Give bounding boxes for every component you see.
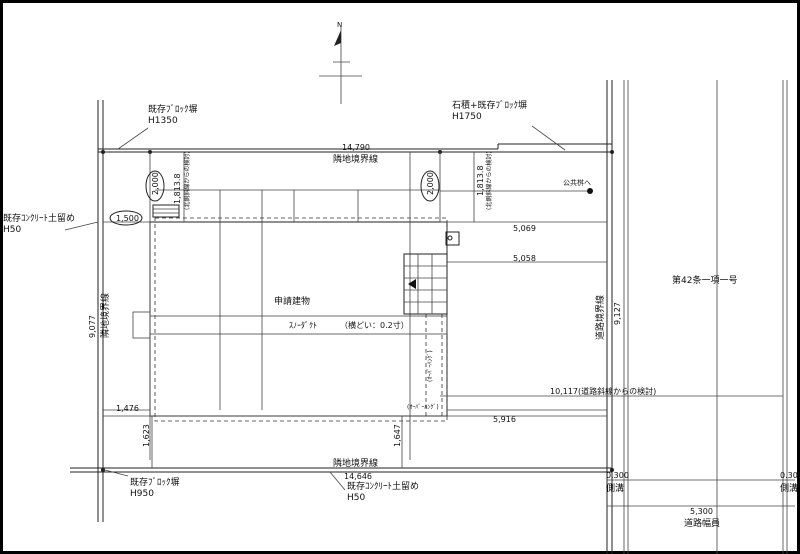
right-depth-dim: 9,127 bbox=[613, 302, 622, 325]
side-ditch-label-b: 側溝 bbox=[780, 482, 798, 494]
bottom-block-wall-height: H950 bbox=[130, 489, 154, 499]
dim-oval-right bbox=[420, 170, 440, 202]
existing-block-wall-label: 既存ﾌﾞﾛｯｸ塀 bbox=[148, 103, 198, 115]
road-classification: 第42条一項一号 bbox=[672, 274, 737, 286]
left-block-wall bbox=[97, 100, 104, 522]
road-width-value: 5,300 bbox=[690, 507, 713, 516]
bottom-boundary-label: 隣地境界線 bbox=[333, 457, 378, 469]
dim-1500: 1,500 bbox=[116, 214, 139, 223]
stone-block-wall-label: 石積+既存ﾌﾞﾛｯｸ塀 bbox=[452, 99, 527, 111]
north-slant-note-right: (北側斜線からの検討) bbox=[485, 151, 493, 210]
top-boundary-label: 隣地境界線 bbox=[333, 153, 378, 165]
dim-1647: 1,647 bbox=[393, 424, 402, 447]
storage-box bbox=[152, 204, 180, 218]
side-ditch-label-a: 側溝 bbox=[606, 482, 624, 494]
left-depth-dim: 9,077 bbox=[88, 315, 97, 338]
dim-10117: 10,117(道路斜線からの検討) bbox=[550, 386, 656, 396]
dim-1813-right: 1,813.8 bbox=[476, 165, 485, 196]
left-retaining-height: H50 bbox=[3, 225, 21, 235]
gutter-label: （横どい：0.2寸） bbox=[340, 320, 409, 330]
public-basin-marker bbox=[587, 188, 593, 194]
dim-oval-1500 bbox=[109, 210, 143, 226]
applied-building-label: 申請建物 bbox=[274, 295, 310, 307]
overhang-label-b: (ｵｰﾊﾞｰﾊﾝｸﾞ) bbox=[407, 404, 439, 411]
road-boundary-lines bbox=[606, 80, 788, 554]
bottom-retaining-height: H50 bbox=[347, 493, 365, 503]
existing-block-wall-height: H1350 bbox=[148, 116, 178, 126]
public-basin-label: 公共桝へ bbox=[563, 178, 591, 187]
bottom-neighbor-boundary bbox=[70, 467, 614, 473]
entrance-stairs bbox=[403, 253, 448, 315]
ditch-width-a: 0.300 bbox=[606, 471, 629, 480]
right-boundary-label: 道路境界線 bbox=[594, 295, 606, 340]
dim-oval-left bbox=[145, 170, 165, 202]
overhang-label-a: (ｵｰﾊﾞｰﾊﾝｸﾞ) bbox=[427, 350, 434, 382]
dim-5916: 5,916 bbox=[493, 415, 516, 424]
dim-2000-right: 2,000 bbox=[426, 172, 435, 195]
bottom-retaining-label: 既存ｺﾝｸﾘｰﾄ土留め bbox=[347, 480, 419, 492]
left-boundary-label: 隣地境界線 bbox=[99, 293, 111, 338]
bottom-block-wall-label: 既存ﾌﾞﾛｯｸ塀 bbox=[130, 476, 180, 488]
dim-1813-left: 1,813.8 bbox=[173, 173, 182, 204]
north-slant-note-left: (北側斜線からの検討) bbox=[183, 151, 191, 210]
dim-2000-left: 2,000 bbox=[151, 172, 160, 195]
ditch-width-b: 0.300 bbox=[780, 471, 800, 480]
meter-box bbox=[445, 231, 460, 246]
road-width-label: 道路幅員 bbox=[684, 517, 720, 529]
top-width-dim: 14,790 bbox=[342, 143, 370, 152]
north-arrow-icon bbox=[319, 26, 362, 104]
stone-block-wall-height: H1750 bbox=[452, 112, 482, 122]
left-retaining-label: 既存ｺﾝｸﾘｰﾄ土留め bbox=[3, 212, 75, 224]
dim-5069: 5,069 bbox=[513, 224, 536, 233]
north-label: N bbox=[337, 21, 342, 29]
dim-1476: 1,476 bbox=[116, 404, 139, 413]
snow-duct-label: ｽﾉｰﾀﾞｸﾄ bbox=[289, 321, 317, 330]
bottom-width-dim: 14,646 bbox=[344, 472, 372, 481]
dim-5058: 5,058 bbox=[513, 254, 536, 263]
dim-1623: 1,623 bbox=[142, 424, 151, 447]
